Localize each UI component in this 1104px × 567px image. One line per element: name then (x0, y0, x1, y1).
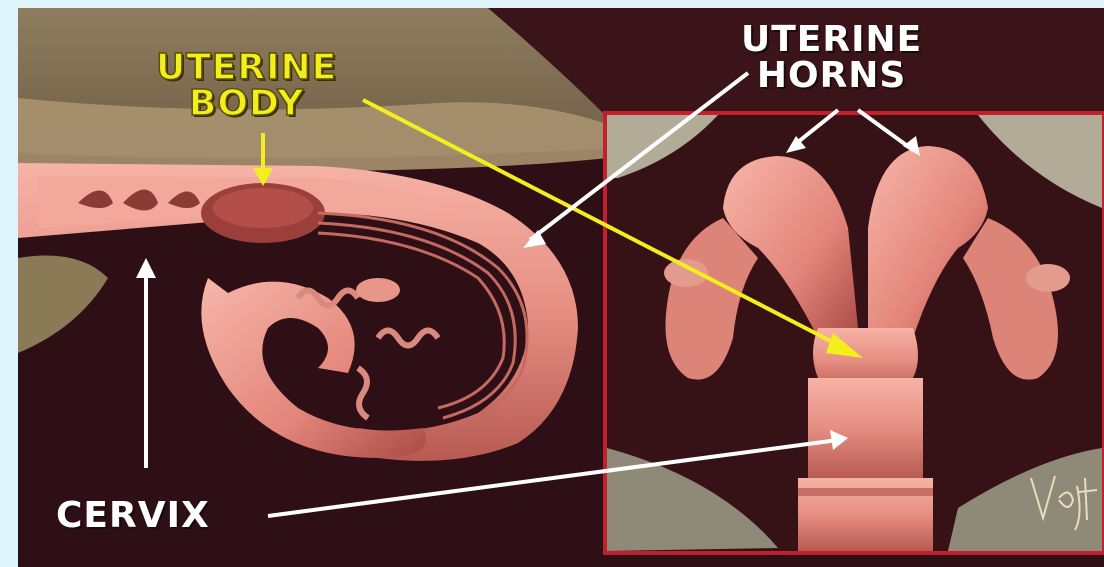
uterine-horns-label: UTERINE HORNS (741, 22, 922, 94)
cervix-label: CERVIX (56, 498, 210, 534)
uterus-diagram: UTERINE BODY UTERINE HORNS CERVIX (18, 8, 1104, 567)
uterine-body-label-line1: UTERINE (156, 50, 337, 86)
uterine-horns-label-line1: UTERINE (741, 22, 922, 58)
uterine-horns-label-line2: HORNS (741, 58, 922, 94)
sectioned-uterus (18, 163, 578, 461)
uterine-body-label: UTERINE BODY (156, 50, 337, 122)
artist-signature-icon (1023, 458, 1103, 538)
uterine-body-label-line2: BODY (156, 86, 337, 122)
